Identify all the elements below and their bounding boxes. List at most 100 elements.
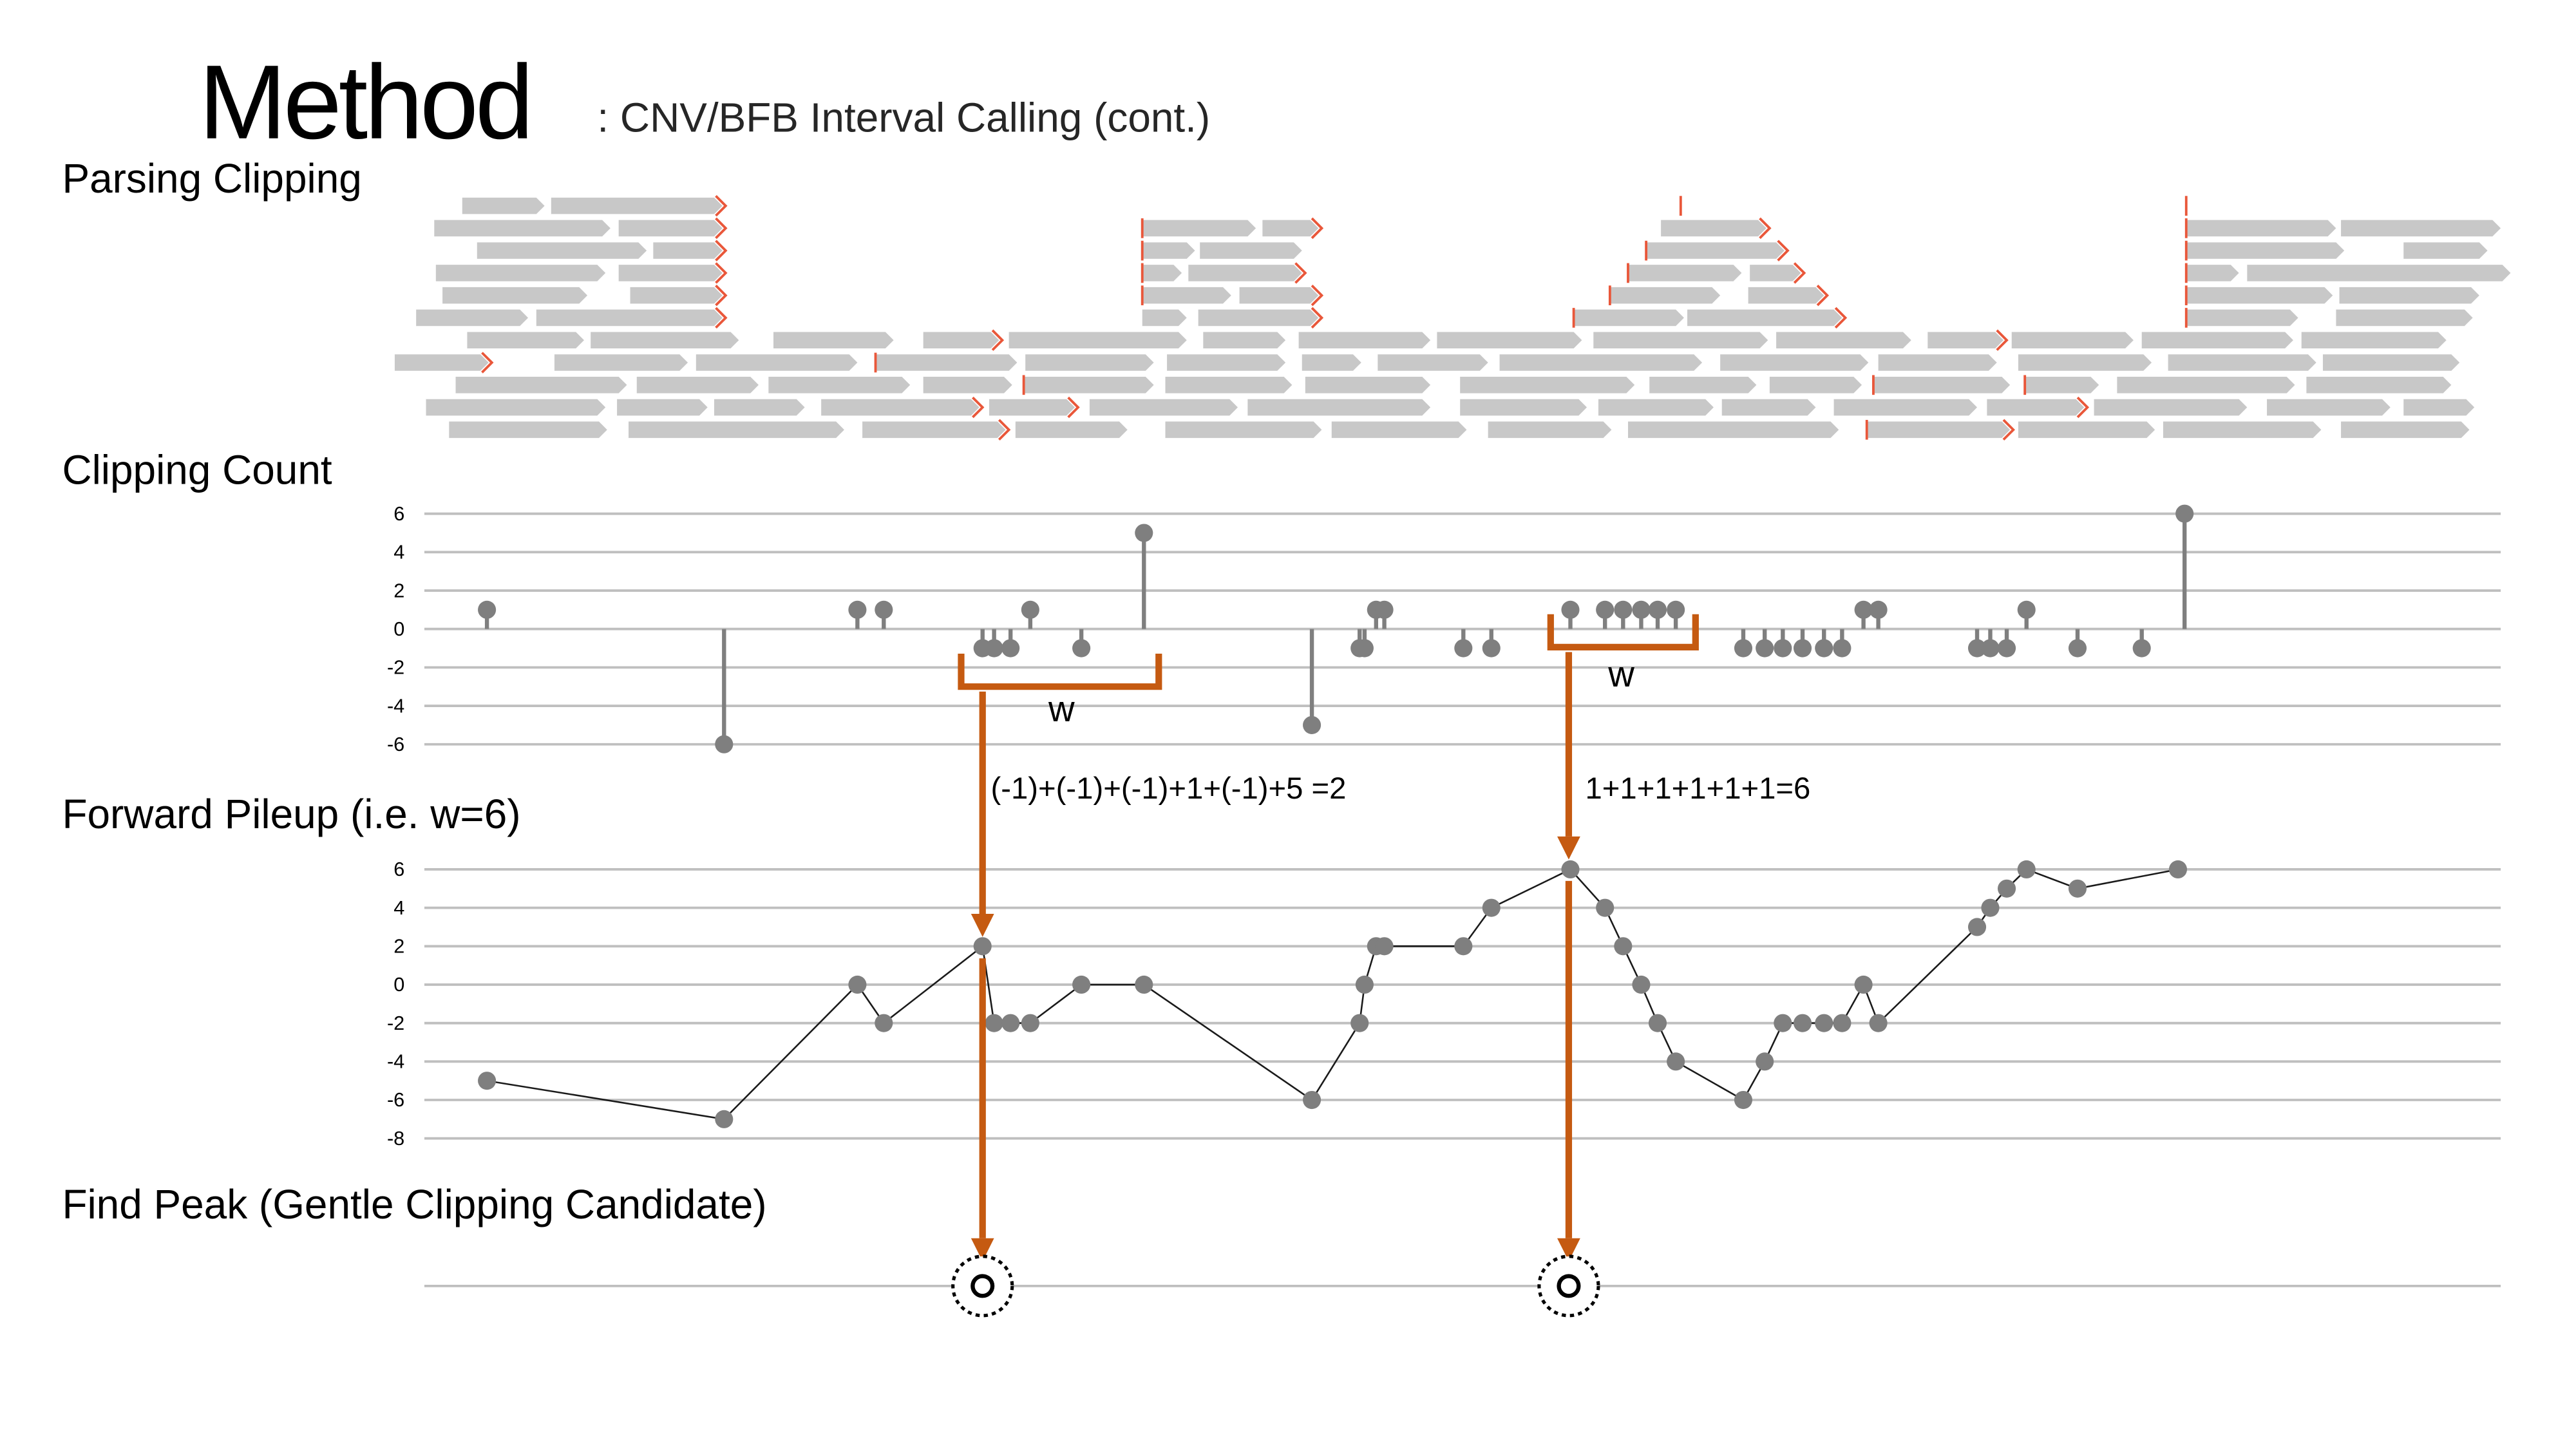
read-arrow [1833,399,1978,416]
pileup-point [715,1110,734,1128]
read-arrow [1927,332,2003,349]
read-arrow [1262,220,1319,237]
read-arrow [1023,377,1154,393]
read-arrow [1025,354,1154,371]
y-tick-label: 6 [393,502,404,525]
read-arrow [2322,354,2460,371]
read-arrow [1776,332,1911,349]
pileup-point [1648,1014,1667,1032]
count-point [1482,639,1501,658]
count-point [1774,639,1792,658]
count-point [1833,639,1852,658]
read-arrow [2018,354,2152,371]
pileup-point [1021,1014,1039,1032]
read-arrow [2341,220,2501,237]
read-arrow [1331,421,1467,439]
right-clip-mark [1996,329,2009,351]
count-point [1303,715,1321,734]
count-point [1561,600,1580,619]
read-arrow [2339,287,2479,304]
read-arrow [1142,242,1195,259]
read-arrow [442,287,588,304]
pileup-point [2068,879,2087,898]
pileup-point [1375,937,1394,956]
right-clip-mark [1777,240,1790,261]
right-sum-formula: 1+1+1+1+1+1=6 [1586,772,1811,806]
read-arrow [462,197,545,214]
pileup-point [478,1072,497,1090]
read-arrow [1488,421,1612,439]
read-arrow [591,332,739,349]
count-point [1854,600,1873,619]
read-arrow [536,309,723,327]
read-arrow [1646,242,1785,259]
count-point [1355,639,1374,658]
y-tick-label: 2 [393,935,404,958]
window-label-right: w [1607,654,1634,694]
read-arrow [2117,377,2295,393]
pileup-point [1997,879,2016,898]
right-clip-mark [1294,262,1307,284]
read-arrow [2186,309,2298,327]
read-arrow [1239,287,1319,304]
count-point [2175,504,2194,523]
arrow-right-upper [1557,652,1580,860]
left-sum-formula: (-1)+(-1)+(-1)+1+(-1)+5 =2 [990,772,1346,806]
window-label-left: w [1048,688,1075,729]
count-point [1997,639,2016,658]
right-clip-mark [715,307,728,329]
arrow-left-lower [971,958,994,1262]
read-arrow [1142,265,1182,281]
count-point [1001,639,1020,658]
read-arrow [2094,399,2248,416]
count-point [1815,639,1833,658]
read-arrow [1460,399,1587,416]
peak-candidate-right [1537,1255,1600,1318]
pileup-point [1854,975,1873,994]
read-arrow [2025,377,2099,393]
read-arrow [1142,309,1187,327]
right-clip-mark [1311,284,1324,307]
read-arrow [2267,399,2391,416]
pileup-point [1833,1014,1852,1032]
read-arrow [477,242,647,259]
right-clip-mark [1834,307,1848,329]
read-arrow [1302,354,1361,371]
right-clip-mark [715,194,728,217]
read-arrow [1627,265,1742,281]
read-arrow [551,197,723,214]
read-arrow [989,399,1075,416]
read-arrow [2018,421,2155,439]
read-arrow [434,220,611,237]
read-arrow [714,399,805,416]
read-arrow [1378,354,1488,371]
count-point [1667,600,1685,619]
read-arrow [2403,399,2475,416]
read-arrow [1165,421,1322,439]
pileup-point [973,937,992,956]
count-point [1981,639,2000,658]
count-point [1793,639,1812,658]
read-arrow [2403,242,2488,259]
read-arrow [2011,332,2134,349]
pileup-point [1561,860,1580,879]
read-arrow [653,242,723,259]
section-labels: Parsing Clipping Clipping Count Forward … [62,155,766,1227]
pileup-point [2017,860,2036,879]
right-clip-mark [715,262,728,284]
count-point [1454,639,1473,658]
count-point [2068,639,2087,658]
pileup-point [1632,975,1651,994]
pileup-point [875,1014,893,1032]
read-arrow [2306,377,2452,393]
pileup-point [848,975,867,994]
window-annotations: w w (-1)+(-1)+(-1)+1+(-1)+5 =2 1+1+1+1+1… [951,614,1811,1318]
read-arrow [1188,265,1302,281]
read-arrow [768,377,911,393]
count-point [848,600,867,619]
clipping-count-label: Clipping Count [62,447,332,493]
pileup-point [1001,1014,1020,1032]
right-clip-mark [2076,396,2090,419]
read-arrow [1866,421,2011,439]
read-arrow [1247,399,1431,416]
